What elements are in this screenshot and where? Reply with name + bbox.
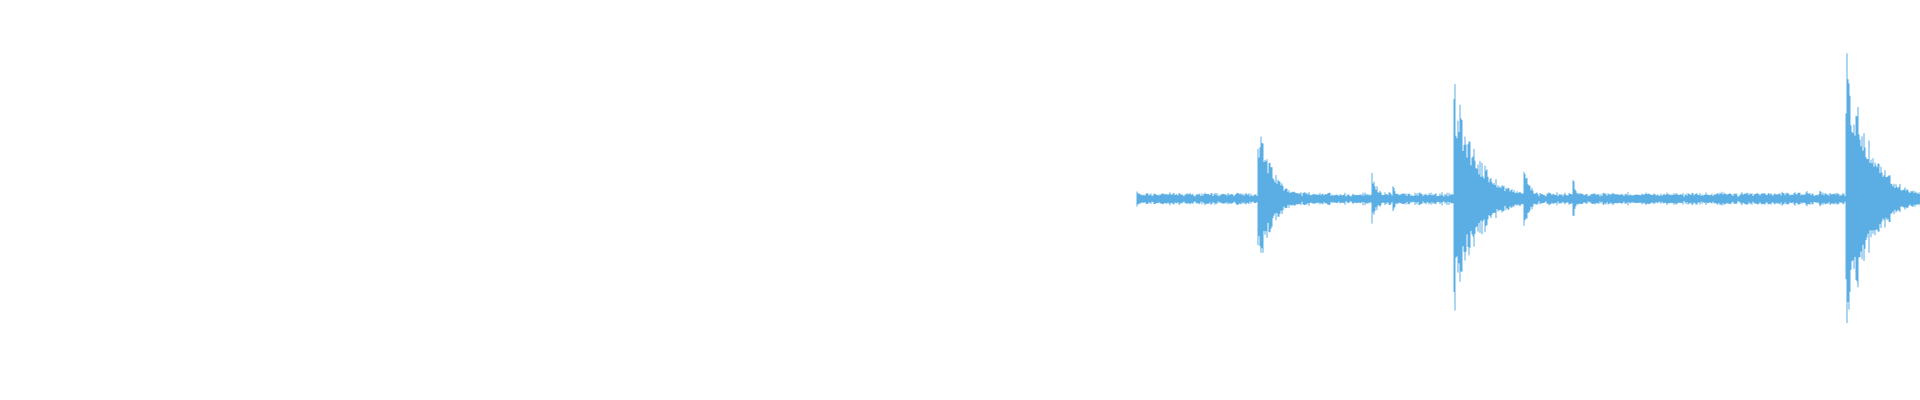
waveform-trace: [1136, 53, 1920, 323]
waveform-path: [1136, 53, 1920, 323]
